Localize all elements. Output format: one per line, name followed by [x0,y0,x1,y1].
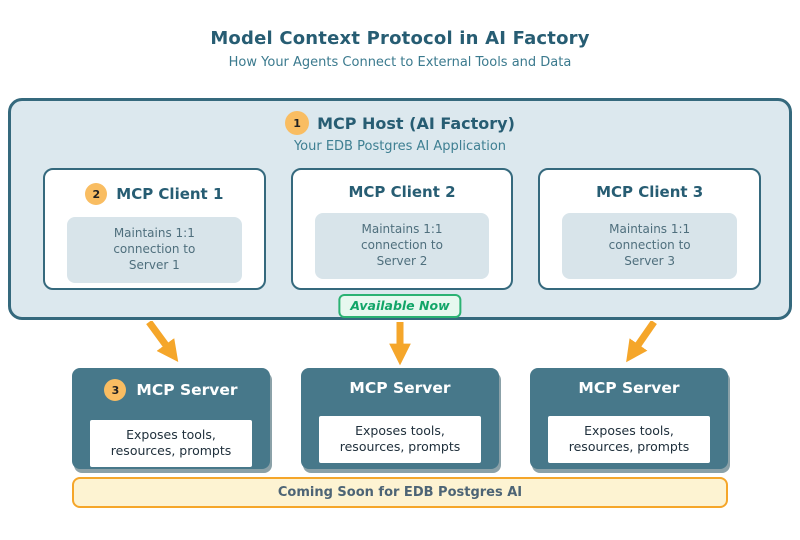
mcp-host-subtitle: Your EDB Postgres AI Application [293,139,507,154]
mcp-server-2-title: MCP Server [349,379,451,397]
connection-arrows [146,321,657,366]
mcp-client-2-card: MCP Client 2 Maintains 1:1 connection to… [290,168,514,290]
mcp-servers-row: 3 MCP Server Exposes tools, resources, p… [72,368,728,469]
mcp-client-1-title: MCP Client 1 [116,185,224,203]
mcp-client-3-detail-box: Maintains 1:1 connection to Server 3 [562,213,738,279]
mcp-server-3-header: MCP Server [530,379,728,397]
mcp-server-2-detail: Exposes tools, resources, prompts [339,423,461,455]
mcp-client-3-card: MCP Client 3 Maintains 1:1 connection to… [538,168,762,290]
arrow-host-to-server-3 [626,321,657,363]
mcp-host-header: 1 MCP Host (AI Factory) [11,111,789,135]
available-now-badge: Available Now [338,294,462,318]
step-3-badge: 3 [104,379,127,401]
mcp-server-3-card: MCP Server Exposes tools, resources, pro… [530,368,728,469]
arrow-host-to-server-1 [146,321,179,363]
mcp-server-3-title: MCP Server [578,379,680,397]
mcp-server-1-detail: Exposes tools, resources, prompts [110,427,232,459]
mcp-client-2-detail-box: Maintains 1:1 connection to Server 2 [314,213,490,279]
mcp-server-2-card: MCP Server Exposes tools, resources, pro… [301,368,499,469]
mcp-client-2-header: MCP Client 2 [293,183,512,201]
step-2-badge: 2 [85,183,108,205]
mcp-server-1-header: 3 MCP Server [72,379,270,401]
mcp-server-1-detail-box: Exposes tools, resources, prompts [90,420,252,467]
mcp-host-title: MCP Host (AI Factory) [317,113,515,133]
diagram-subtitle: How Your Agents Connect to External Tool… [228,55,572,70]
mcp-client-1-card: 2 MCP Client 1 Maintains 1:1 connection … [43,168,266,290]
mcp-client-3-title: MCP Client 3 [596,183,704,201]
mcp-client-3-header: MCP Client 3 [540,183,759,201]
mcp-client-2-detail: Maintains 1:1 connection to Server 2 [361,222,443,268]
mcp-server-2-detail-box: Exposes tools, resources, prompts [319,416,481,463]
mcp-server-3-detail-box: Exposes tools, resources, prompts [548,416,710,463]
mcp-clients-row: 2 MCP Client 1 Maintains 1:1 connection … [43,168,762,290]
mcp-server-1-title: MCP Server [136,381,238,399]
mcp-host-box: 1 MCP Host (AI Factory) Your EDB Postgre… [8,98,792,320]
coming-soon-banner: Coming Soon for EDB Postgres AI [72,477,728,508]
mcp-client-1-header: 2 MCP Client 1 [45,183,264,205]
mcp-client-1-detail: Maintains 1:1 connection to Server 1 [113,226,196,272]
mcp-server-1-card: 3 MCP Server Exposes tools, resources, p… [72,368,270,469]
step-1-badge: 1 [285,111,310,135]
mcp-client-1-detail-box: Maintains 1:1 connection to Server 1 [67,217,242,283]
mcp-client-3-detail: Maintains 1:1 connection to Server 3 [608,222,691,268]
mcp-client-2-title: MCP Client 2 [348,183,456,201]
mcp-server-3-detail: Exposes tools, resources, prompts [568,423,690,455]
mcp-server-2-header: MCP Server [301,379,499,397]
diagram-title: Model Context Protocol in AI Factory [210,28,590,49]
